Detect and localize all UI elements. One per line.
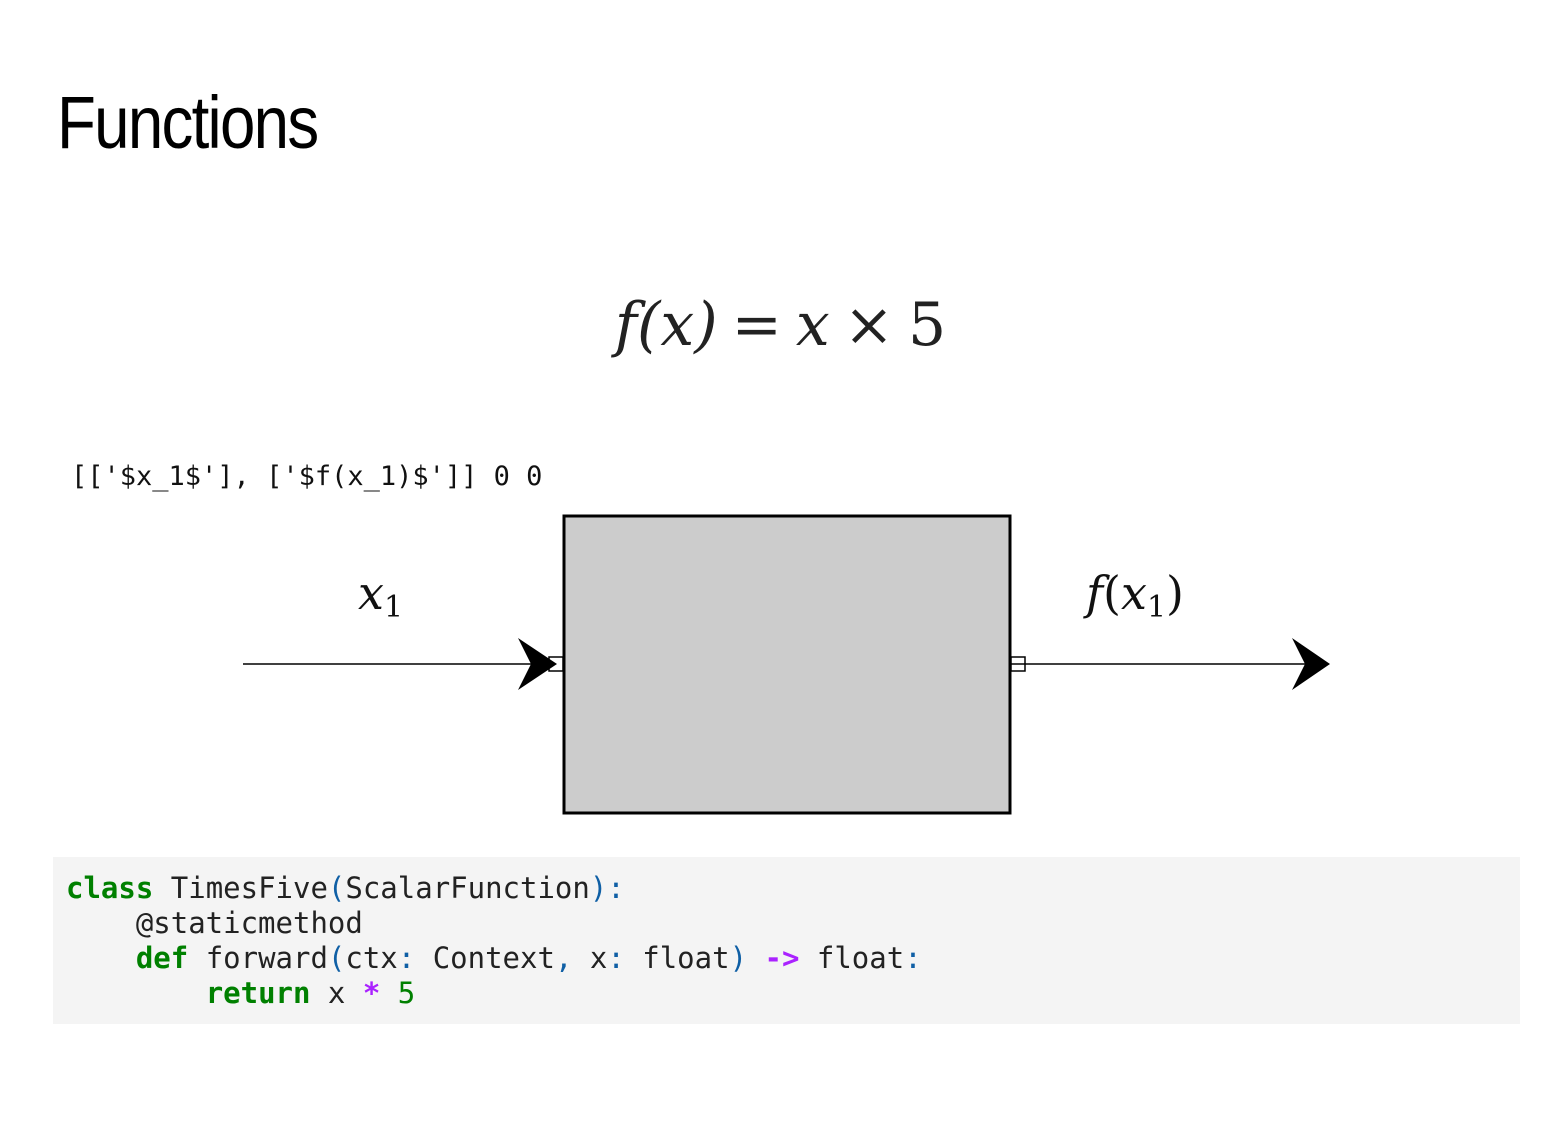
code-class-name: TimesFive (153, 871, 328, 905)
code-listing: class TimesFive(ScalarFunction): @static… (53, 857, 1520, 1011)
slide-title: Functions (57, 81, 319, 164)
code-indent (66, 976, 206, 1010)
code-paren-open: ( (327, 941, 346, 975)
code-keyword-class: class (66, 871, 154, 905)
code-colon: : (607, 941, 625, 975)
code-base-class: ScalarFunction (345, 871, 590, 905)
output-arrowhead (1292, 638, 1330, 690)
formula-constant: 5 (908, 290, 947, 360)
code-block: class TimesFive(ScalarFunction): @static… (53, 857, 1520, 1024)
output-label: f(x1) (1086, 565, 1184, 636)
code-operator-multiply: * (345, 976, 381, 1010)
output-label-fn: f (1086, 566, 1104, 620)
code-paren-open: ( (327, 871, 346, 905)
code-colon: : (904, 941, 922, 975)
output-label-close: ) (1166, 566, 1184, 620)
formula-var: x (795, 290, 830, 360)
code-paren-close: ) (589, 871, 608, 905)
code-return-arrow: -> (747, 941, 800, 975)
formula-times: × (843, 290, 895, 360)
code-line-3: def forward(ctx: Context, x: float) -> f… (66, 941, 922, 975)
code-comma: , (554, 941, 573, 975)
code-param-x: x (572, 941, 608, 975)
formula-lhs: f(x) (614, 290, 718, 360)
code-colon: : (397, 941, 416, 975)
output-label-sub: 1 (1146, 590, 1167, 625)
code-line-2: @staticmethod (66, 906, 363, 940)
code-line-4: return x * 5 (66, 976, 416, 1010)
code-function-name: forward (188, 941, 328, 975)
formula: f(x)=x×5 (0, 285, 1561, 365)
function-box (562, 514, 1012, 815)
code-line-1: class TimesFive(ScalarFunction): (66, 871, 625, 905)
code-var-x: x (310, 976, 346, 1010)
output-label-open: ( (1103, 566, 1121, 620)
code-number: 5 (380, 976, 416, 1010)
code-indent (66, 941, 136, 975)
code-keyword-return: return (205, 976, 311, 1010)
output-label-name: x (1120, 566, 1147, 620)
code-return-type: float (799, 941, 905, 975)
code-keyword-def: def (135, 941, 189, 975)
code-type-context: Context (415, 941, 555, 975)
input-arrowhead (518, 638, 557, 690)
input-label: x1 (358, 565, 403, 636)
code-param-ctx: ctx (345, 941, 398, 975)
input-label-sub: 1 (383, 590, 404, 625)
debug-text: [['$x_1$'], ['$f(x_1)$']] 0 0 (71, 461, 543, 492)
code-type-float: float (624, 941, 730, 975)
code-indent (66, 906, 136, 940)
code-colon: : (607, 871, 625, 905)
code-paren-close: ) (729, 941, 748, 975)
code-decorator: @staticmethod (135, 906, 363, 940)
input-label-name: x (358, 566, 384, 620)
formula-equals: = (731, 290, 782, 360)
